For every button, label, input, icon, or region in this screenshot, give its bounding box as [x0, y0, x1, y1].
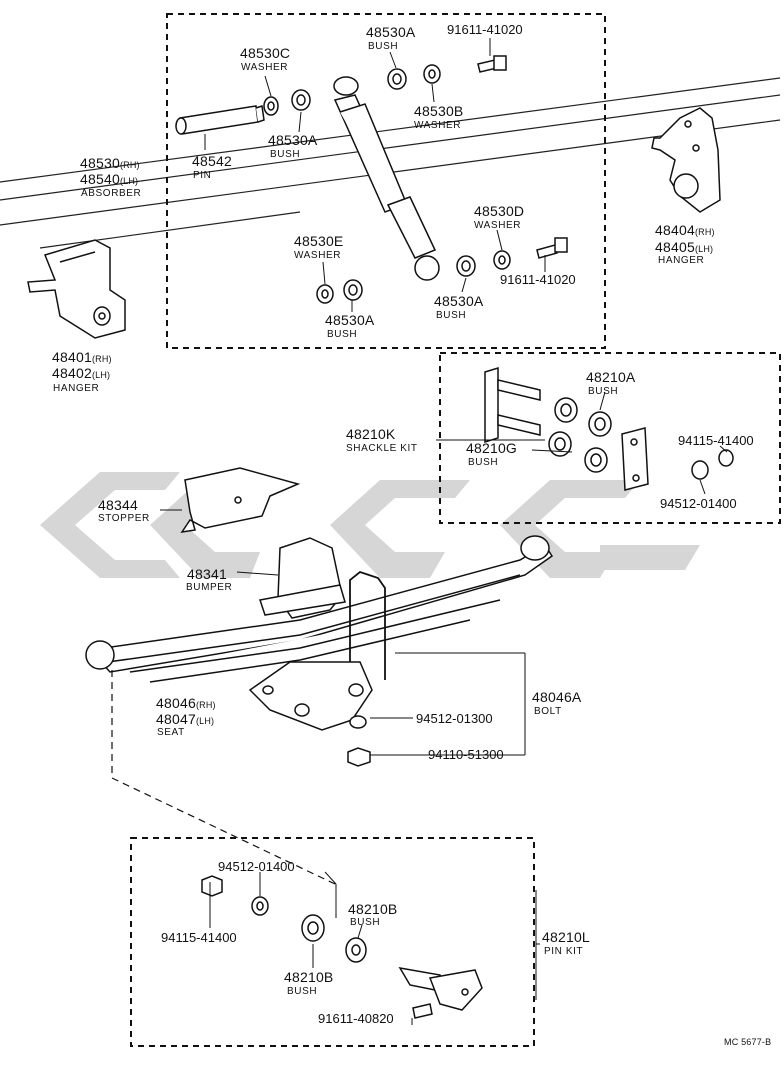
pin-kit-number: 48210L [542, 929, 590, 945]
part-48530b-name: WASHER [414, 120, 462, 131]
bolt-number: 48046A [532, 689, 582, 705]
bumper-name: BUMPER [186, 582, 233, 593]
part-94512-01400-shackle: 94512-01400 [660, 496, 737, 511]
seat-hardware [347, 715, 371, 767]
leader-lines [160, 38, 728, 1025]
part-94512-01400-pin: 94512-01400 [218, 859, 295, 874]
group-boxes [130, 13, 781, 1047]
shackle-kit-parts [484, 366, 734, 491]
part-48530a-right-name: BUSH [436, 310, 467, 321]
part-91611-40820: 91611-40820 [318, 1011, 394, 1026]
stopper [180, 467, 301, 534]
bolt-name: BOLT [534, 706, 562, 717]
washer-94512-01300: 94512-01300 [416, 711, 493, 726]
pin-kit-box [130, 837, 535, 1047]
stopper-name: STOPPER [98, 513, 150, 524]
part-48210g-number: 48210G [466, 440, 518, 456]
part-48530a-top-name: BUSH [368, 41, 399, 52]
bumper [259, 537, 346, 619]
part-48530d-number: 48530D [474, 203, 525, 219]
part-48530a-right-number: 48530A [434, 293, 484, 309]
part-48530a-lower-number: 48530A [325, 312, 375, 328]
pin-kit-name: PIN KIT [544, 946, 584, 957]
nut-94110-51300: 94110-51300 [428, 747, 504, 762]
absorber-rh-number: 48530(RH) [80, 155, 140, 171]
part-48530a-number: 48530A [268, 132, 318, 148]
part-48542-number: 48542 [192, 153, 232, 169]
rear-hanger-name: HANGER [658, 255, 705, 266]
part-94115-41400-shackle: 94115-41400 [678, 433, 754, 448]
seat-name: SEAT [157, 727, 185, 738]
leaf-spring [85, 535, 554, 683]
part-48210a-name: BUSH [588, 386, 619, 397]
part-48530e-number: 48530E [294, 233, 344, 249]
part-91611-41020-lower: 91611-41020 [500, 272, 576, 287]
shackle-kit-box [439, 352, 781, 524]
front-hanger-rh-number: 48401(RH) [52, 349, 112, 365]
seat-rh-number: 48046(RH) [156, 695, 216, 711]
u-bolt [349, 570, 386, 680]
part-48530b-number: 48530B [414, 103, 464, 119]
pin-kit-dash-link [111, 670, 336, 885]
part-94115-41400-pin: 94115-41400 [161, 930, 237, 945]
absorber-small-parts [263, 55, 568, 304]
rear-hanger-rh-number: 48404(RH) [655, 222, 715, 238]
absorber-group-box [166, 13, 606, 349]
absorber-name: ABSORBER [81, 188, 142, 199]
part-91611-41020-top: 91611-41020 [447, 22, 523, 37]
part-48210b-upper-name: BUSH [350, 917, 381, 928]
part-48530a-top-number: 48530A [366, 24, 416, 40]
part-48210b-lower-name: BUSH [287, 986, 318, 997]
drawing-code: MC 5677-B [724, 1037, 772, 1047]
stopper-number: 48344 [98, 497, 138, 513]
part-48542-name: PIN [193, 170, 212, 181]
seat-lh-number: 48047(LH) [156, 711, 215, 727]
part-48530e-name: WASHER [294, 250, 342, 261]
pin-48542 [175, 105, 265, 135]
front-hanger-name: HANGER [53, 383, 100, 394]
shackle-kit-name: SHACKLE KIT [346, 443, 418, 454]
seat [248, 661, 373, 731]
rear-hanger-lh-number: 48405(LH) [655, 239, 714, 255]
part-48530a-lower-name: BUSH [327, 329, 358, 340]
absorber-lh-number: 48540(LH) [80, 171, 139, 187]
rear-hanger [651, 107, 721, 213]
watermark [40, 472, 700, 578]
front-hanger [27, 239, 126, 339]
part-48530c-name: WASHER [241, 62, 289, 73]
part-48210a-number: 48210A [586, 369, 636, 385]
part-48210b-upper-number: 48210B [348, 901, 398, 917]
front-hanger-lh-number: 48402(LH) [52, 365, 111, 381]
part-48210g-name: BUSH [468, 457, 499, 468]
shackle-kit-number: 48210K [346, 426, 396, 442]
part-48530d-name: WASHER [474, 220, 522, 231]
pin-kit-parts [201, 875, 483, 1019]
part-48530c-number: 48530C [240, 45, 291, 61]
bumper-number: 48341 [187, 566, 227, 582]
part-48210b-lower-number: 48210B [284, 969, 334, 985]
part-48530a-name: BUSH [270, 149, 301, 160]
shock-absorber [333, 76, 440, 281]
